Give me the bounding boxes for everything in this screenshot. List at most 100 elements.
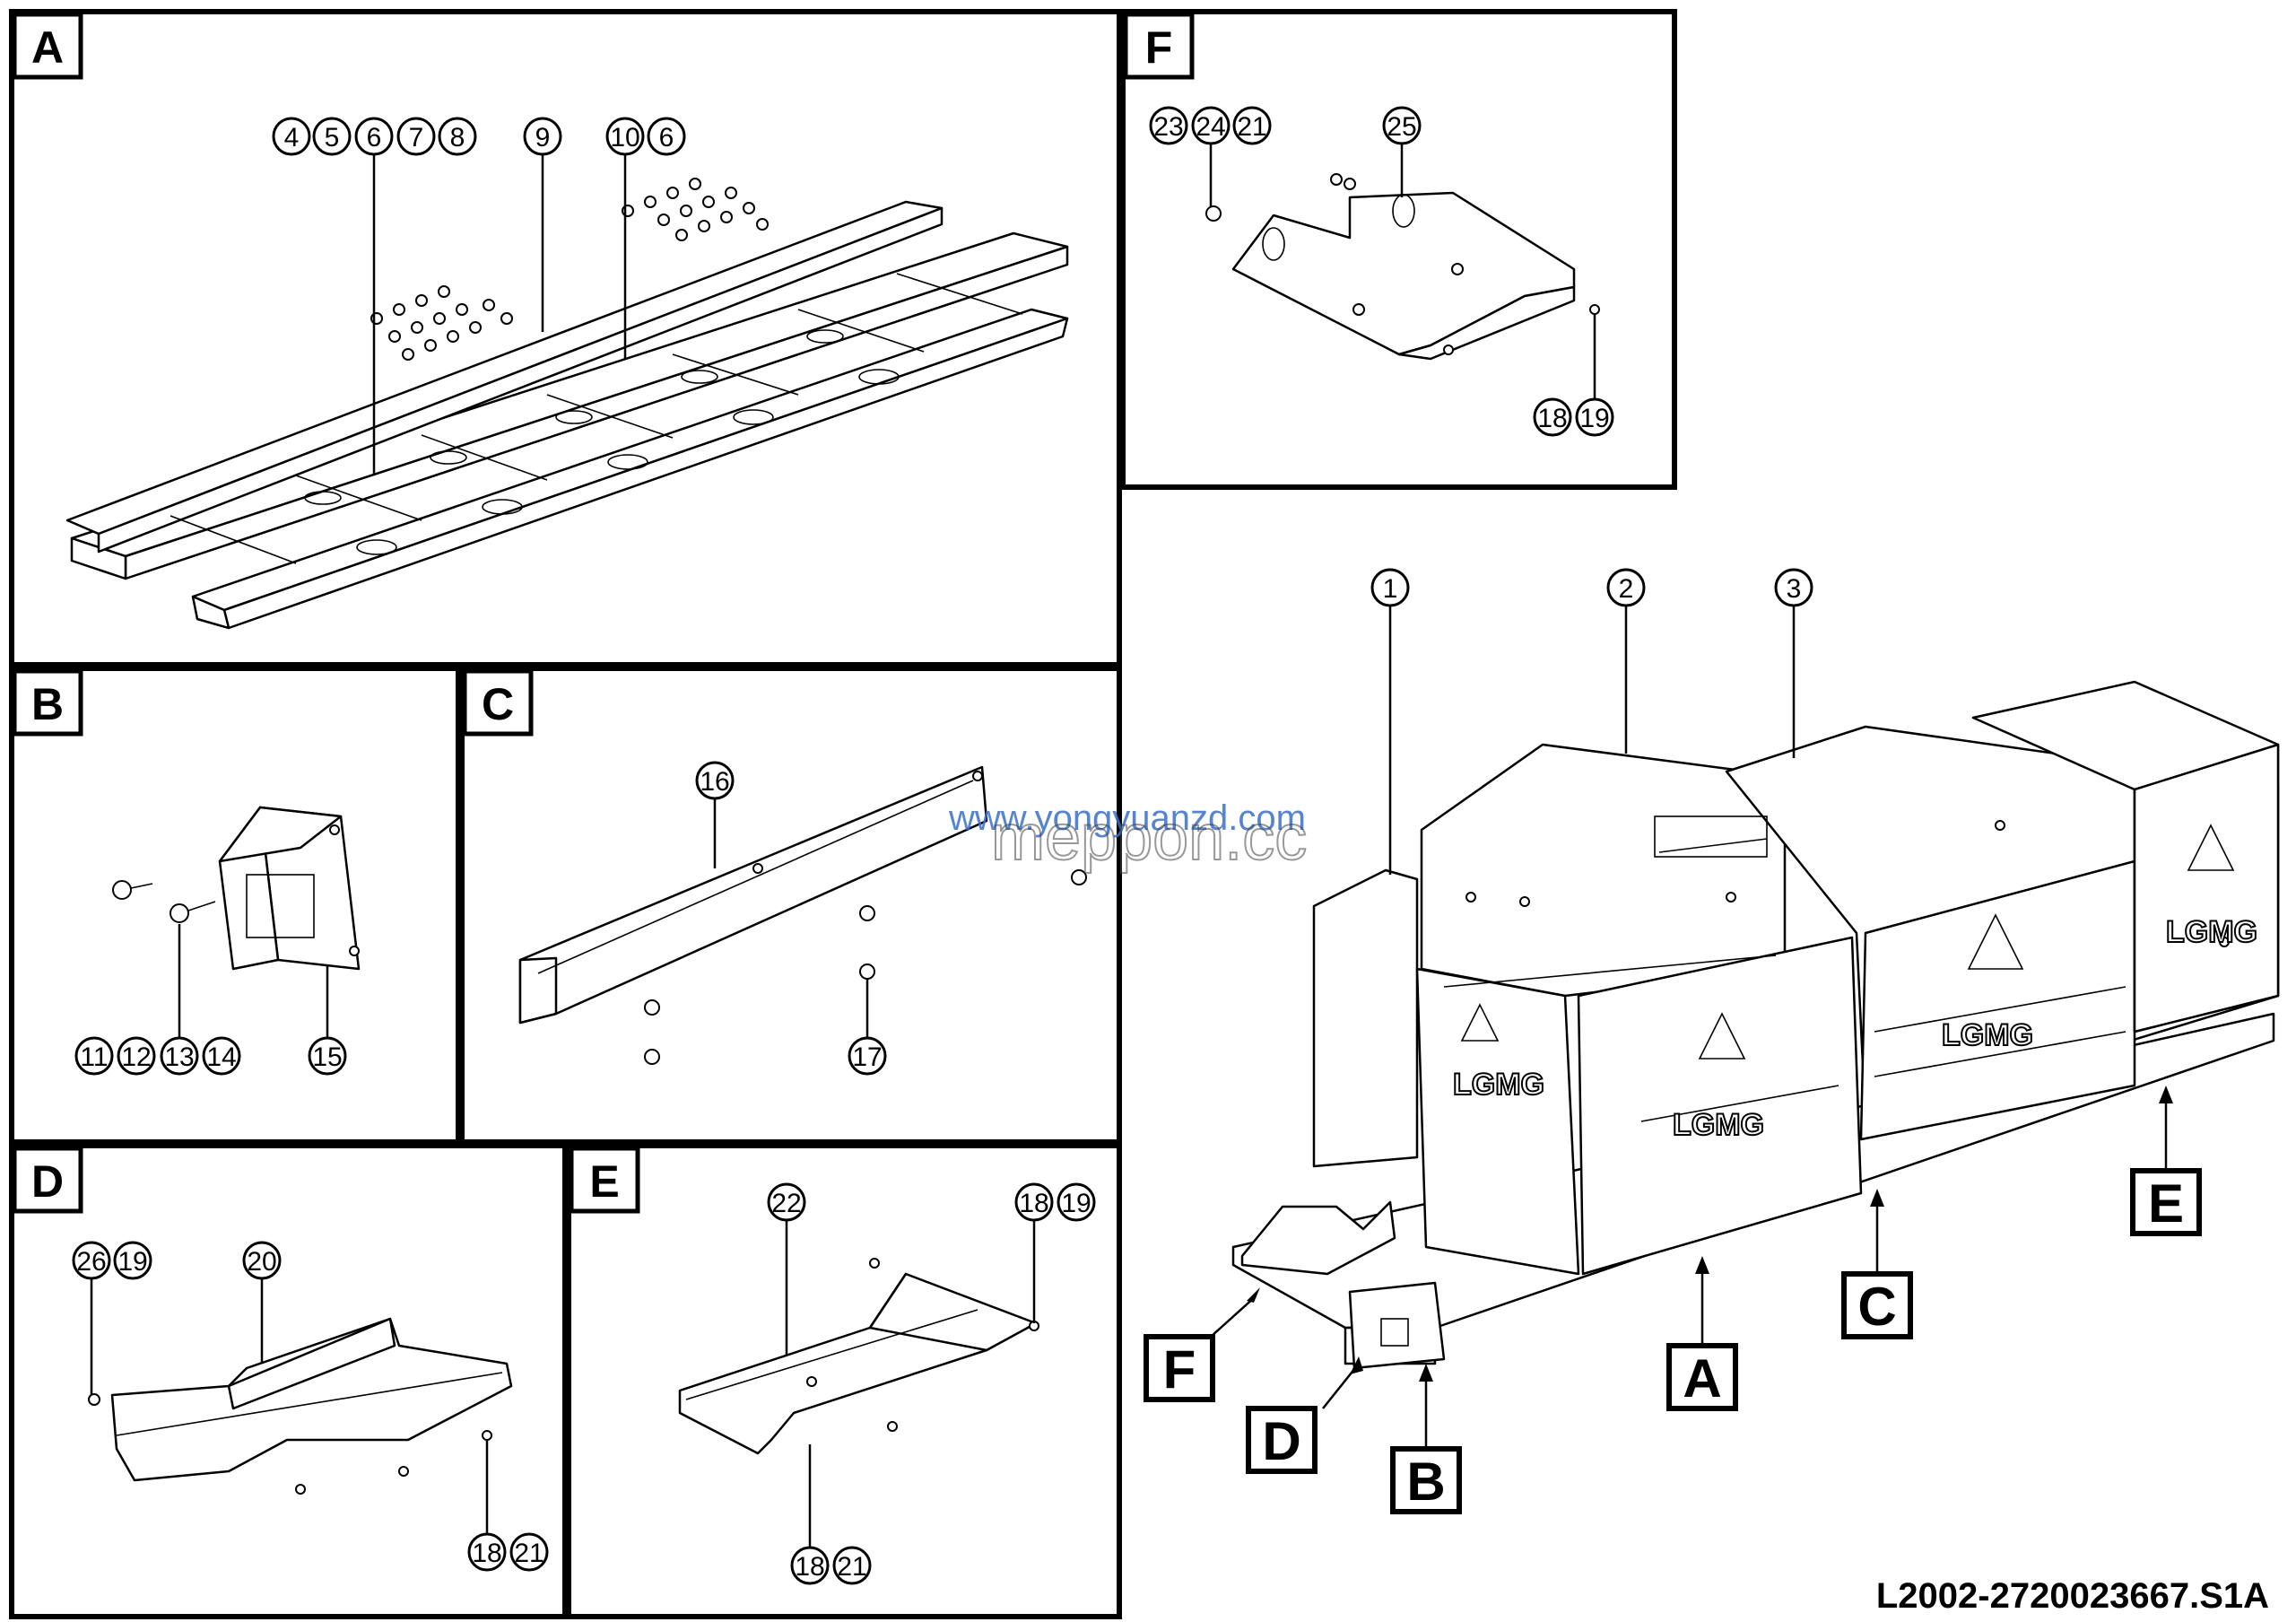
callout-18-21-d: 18 21 bbox=[467, 1440, 549, 1572]
watermark-url: www.yongyuanzd.com bbox=[948, 798, 1306, 838]
watermark-text: meppon.cc bbox=[991, 802, 1307, 874]
callout-17: 17 bbox=[848, 978, 887, 1076]
callout-2: 2 bbox=[1606, 568, 1646, 754]
svg-text:21: 21 bbox=[837, 1552, 866, 1582]
bolt-17b-icon bbox=[1071, 869, 1087, 885]
callout-3: 3 bbox=[1774, 568, 1813, 758]
panel-e-tag: E bbox=[569, 1146, 640, 1214]
pointer-tag-a: A bbox=[1666, 1256, 1738, 1411]
callout-20: 20 bbox=[242, 1241, 282, 1364]
svg-text:14: 14 bbox=[206, 1042, 236, 1072]
callout-26-19: 26 19 bbox=[72, 1241, 152, 1395]
bolt-18-icon bbox=[1589, 304, 1600, 315]
svg-text:19: 19 bbox=[1579, 404, 1609, 433]
pointer-tag-f: F bbox=[1144, 1287, 1260, 1402]
svg-text:10: 10 bbox=[610, 123, 639, 153]
svg-text:13: 13 bbox=[164, 1042, 194, 1072]
pointer-tag-b: B bbox=[1390, 1364, 1462, 1514]
svg-text:21: 21 bbox=[514, 1539, 544, 1568]
frame-rail-assembly bbox=[65, 200, 1069, 630]
bolt-17e-icon bbox=[859, 964, 875, 980]
svg-text:15: 15 bbox=[312, 1042, 342, 1072]
svg-text:3: 3 bbox=[1787, 574, 1802, 604]
svg-text:E: E bbox=[2148, 1173, 2184, 1234]
callout-9: 9 bbox=[523, 117, 562, 332]
bolt-17a-icon bbox=[859, 905, 875, 921]
callout-18-19-e: 18 19 bbox=[1014, 1182, 1096, 1323]
panel-b-tag: B bbox=[12, 668, 83, 737]
svg-text:C: C bbox=[1857, 1277, 1896, 1337]
callout-25: 25 bbox=[1382, 106, 1422, 197]
svg-text:19: 19 bbox=[117, 1247, 147, 1277]
cover-plate-20 bbox=[88, 1317, 513, 1495]
svg-text:6: 6 bbox=[659, 123, 674, 153]
callout-23-24-21: 23 24 21 bbox=[1149, 106, 1272, 206]
panel-f-tag: F bbox=[1123, 12, 1195, 80]
callout-18-19-f: 18 19 bbox=[1533, 314, 1614, 437]
panel-a-tag: A bbox=[12, 12, 83, 80]
frame-bolt-cluster-right bbox=[622, 178, 769, 241]
svg-text:C: C bbox=[482, 679, 514, 729]
callout-16: 16 bbox=[695, 761, 735, 868]
svg-text:5: 5 bbox=[325, 123, 340, 153]
callout-1: 1 bbox=[1370, 568, 1410, 875]
svg-text:18: 18 bbox=[1537, 404, 1567, 433]
protective-cover-plate bbox=[1231, 191, 1576, 361]
callout-10-6: 10 6 bbox=[605, 117, 686, 359]
bolt-17c-icon bbox=[644, 999, 660, 1016]
svg-text:4: 4 bbox=[284, 123, 300, 153]
document-number: L2002-2720023667.S1A bbox=[1876, 1576, 2269, 1616]
svg-text:18: 18 bbox=[472, 1539, 501, 1568]
svg-text:12: 12 bbox=[121, 1042, 151, 1072]
cover-plate-22 bbox=[678, 1258, 1039, 1455]
pointer-tag-d: D bbox=[1246, 1356, 1363, 1474]
svg-text:7: 7 bbox=[409, 123, 424, 153]
cover-box-15 bbox=[218, 806, 361, 971]
bolt-23-icon bbox=[1205, 205, 1222, 222]
panel-c-tag: C bbox=[462, 668, 534, 737]
cover-strip-16 bbox=[518, 765, 988, 1025]
svg-text:A: A bbox=[1683, 1348, 1721, 1408]
svg-text:22: 22 bbox=[771, 1189, 801, 1218]
svg-text:F: F bbox=[1163, 1339, 1196, 1400]
svg-text:25: 25 bbox=[1387, 112, 1416, 142]
frame-bolt-cluster-left bbox=[370, 285, 513, 361]
svg-text:F: F bbox=[1145, 22, 1173, 73]
bolt-group-11-14 bbox=[112, 880, 216, 923]
callout-11-14: 11 12 13 14 bbox=[74, 924, 241, 1076]
svg-text:16: 16 bbox=[700, 767, 729, 797]
svg-text:21: 21 bbox=[1237, 112, 1266, 142]
svg-text:LGMG: LGMG bbox=[2166, 915, 2257, 949]
svg-text:B: B bbox=[31, 679, 64, 729]
callout-18-21-e: 18 21 bbox=[790, 1444, 872, 1585]
svg-text:23: 23 bbox=[1153, 112, 1183, 142]
callout-22: 22 bbox=[767, 1182, 806, 1355]
svg-text:8: 8 bbox=[450, 123, 465, 153]
svg-text:24: 24 bbox=[1196, 112, 1225, 142]
svg-text:D: D bbox=[1262, 1411, 1300, 1471]
svg-text:LGMG: LGMG bbox=[1453, 1068, 1544, 1102]
nut-icon bbox=[1443, 344, 1454, 355]
svg-text:20: 20 bbox=[247, 1247, 276, 1277]
svg-text:26: 26 bbox=[76, 1247, 106, 1277]
svg-text:D: D bbox=[31, 1156, 64, 1207]
callout-group-4-8: 4 5 6 7 8 bbox=[272, 117, 477, 475]
pointer-tag-e: E bbox=[2130, 1086, 2202, 1236]
main-assembly: LGMG LGMG LGMG LGMG bbox=[1231, 680, 2280, 1370]
svg-text:1: 1 bbox=[1383, 574, 1398, 604]
bolt-25b-icon bbox=[1344, 178, 1356, 190]
svg-text:LGMG: LGMG bbox=[1942, 1018, 2033, 1052]
svg-text:17: 17 bbox=[852, 1042, 882, 1072]
panel-d-tag: D bbox=[12, 1146, 83, 1214]
svg-text:B: B bbox=[1406, 1452, 1445, 1512]
callout-15: 15 bbox=[308, 964, 347, 1076]
svg-text:19: 19 bbox=[1061, 1189, 1091, 1218]
bolt-17d-icon bbox=[644, 1049, 660, 1065]
svg-text:LGMG: LGMG bbox=[1673, 1108, 1764, 1142]
svg-text:11: 11 bbox=[80, 1042, 108, 1072]
svg-text:E: E bbox=[589, 1156, 619, 1207]
svg-text:2: 2 bbox=[1619, 574, 1634, 604]
svg-text:9: 9 bbox=[535, 123, 551, 153]
pointer-tag-c: C bbox=[1841, 1189, 1913, 1339]
